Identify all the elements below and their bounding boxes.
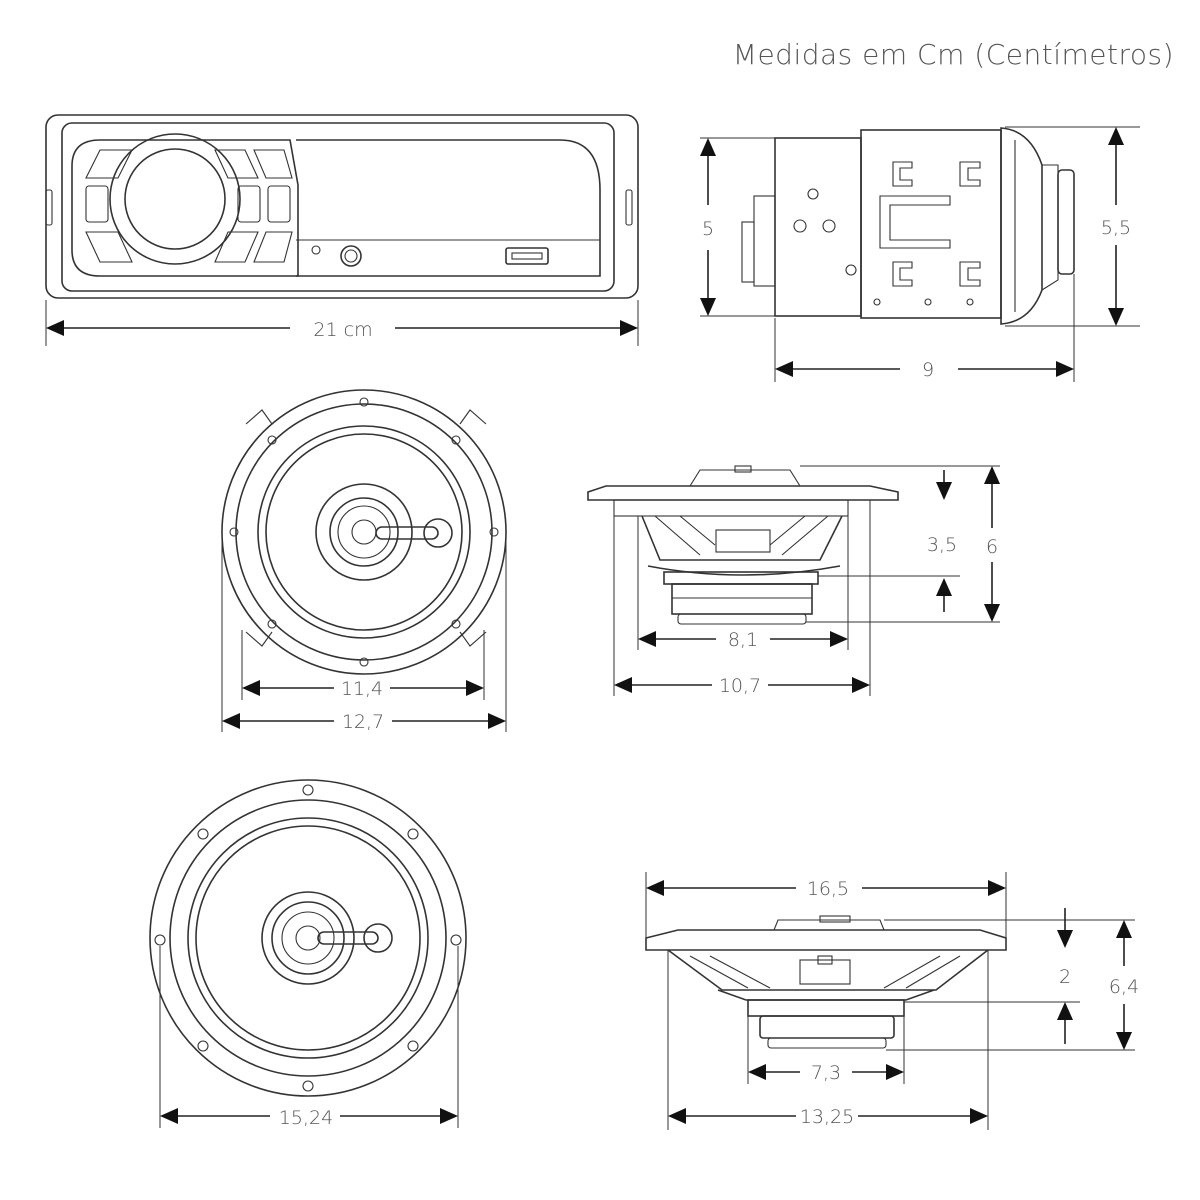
radio-height-label: 5 xyxy=(702,218,714,240)
small-speaker-inner-width-dimension: 11,4 xyxy=(241,630,485,700)
large-speaker-side-width-dimension: 16,5 xyxy=(645,872,1007,938)
small-speaker-outer-width-dimension: 12,7 xyxy=(221,532,507,733)
small-speaker-total-height-dimension: 6 xyxy=(806,465,1000,623)
radio-width-label: 21 cm xyxy=(313,319,372,341)
large-speaker-side-view xyxy=(645,915,1007,1049)
large-speaker-side-width-label: 16,5 xyxy=(807,878,849,900)
radio-side-height-label: 5,5 xyxy=(1101,217,1131,239)
large-speaker-depth-dimension: 2 xyxy=(884,908,1080,1044)
small-speaker-inner-width-label: 11,4 xyxy=(341,678,383,700)
small-speaker-side-view xyxy=(587,465,899,625)
large-speaker-total-height-dimension: 6,4 xyxy=(886,919,1139,1051)
large-speaker-basket-width-dimension: 13,25 xyxy=(667,950,989,1130)
small-speaker-depth-label: 3,5 xyxy=(927,534,957,556)
small-speaker-magnet-width-label: 8,1 xyxy=(728,629,758,651)
small-speaker-magnet-width-dimension: 8,1 xyxy=(637,516,849,651)
large-speaker-diameter-label: 15,24 xyxy=(279,1107,333,1129)
small-speaker-side-width-label: 10,7 xyxy=(719,675,761,697)
large-speaker-depth-label: 2 xyxy=(1059,966,1071,988)
small-speaker-side-width-dimension: 10,7 xyxy=(613,500,871,697)
radio-height-dimension: 5 xyxy=(700,137,775,317)
units-title: Medidas em Cm (Centímetros) xyxy=(732,38,1174,71)
large-speaker-magnet-width-label: 7,3 xyxy=(811,1062,841,1084)
radio-side-height-dimension: 5,5 xyxy=(1005,126,1140,327)
small-speaker-depth-dimension: 3,5 xyxy=(800,465,960,612)
large-speaker-diameter-dimension: 15,24 xyxy=(159,946,459,1129)
car-radio-front-view xyxy=(45,114,639,299)
large-speaker-front-view xyxy=(149,779,467,1097)
car-radio-side-view xyxy=(741,127,1075,325)
large-speaker-basket-width-label: 13,25 xyxy=(800,1106,854,1128)
small-speaker-outer-width-label: 12,7 xyxy=(342,711,384,733)
radio-depth-label: 9 xyxy=(922,359,934,381)
small-speaker-front-view xyxy=(221,389,507,675)
radio-width-dimension: 21 cm xyxy=(45,300,639,346)
large-speaker-magnet-width-dimension: 7,3 xyxy=(747,1016,905,1084)
large-speaker-total-height-label: 6,4 xyxy=(1109,976,1139,998)
small-speaker-total-height-label: 6 xyxy=(986,536,998,558)
radio-depth-dimension: 9 xyxy=(774,274,1075,382)
